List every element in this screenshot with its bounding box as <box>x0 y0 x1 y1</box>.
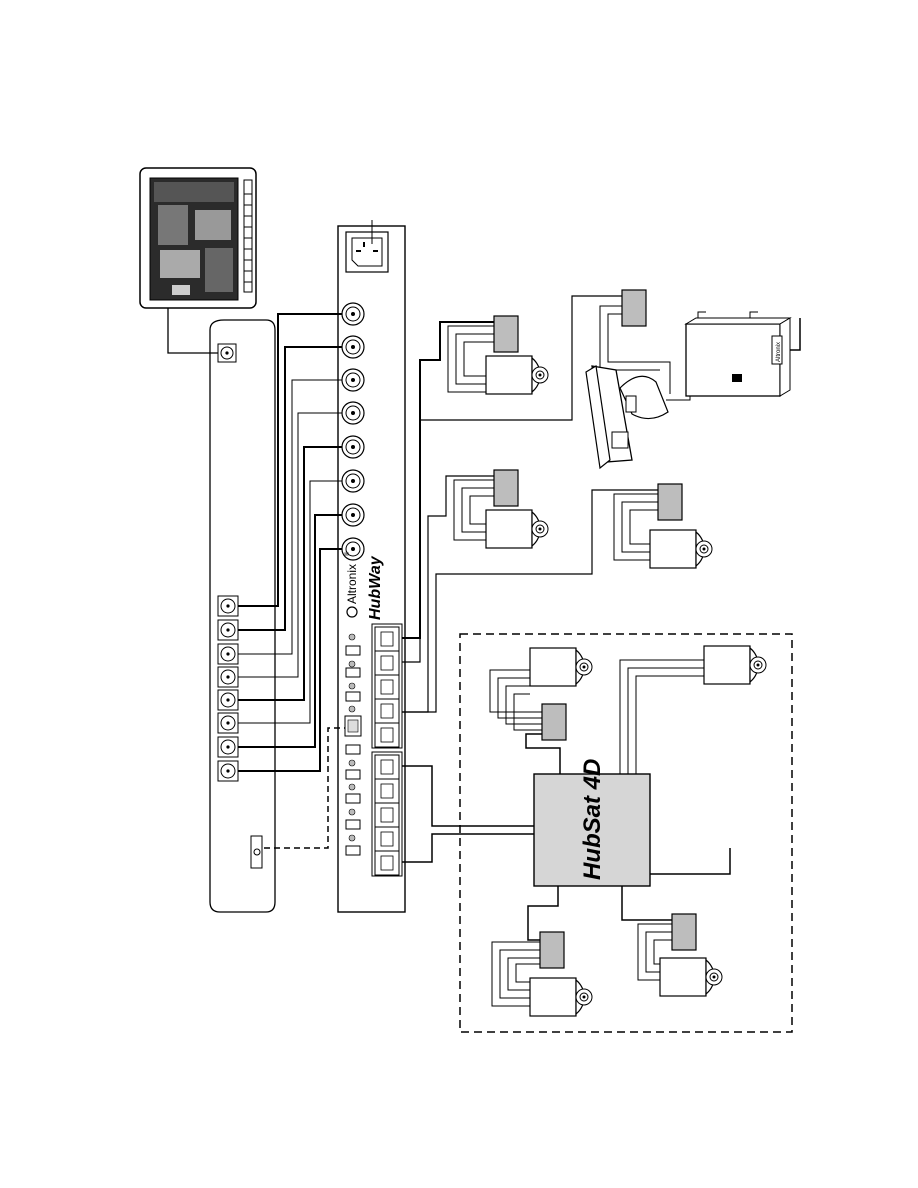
dome-camera-2 <box>486 510 548 548</box>
hubsat-power-cable <box>650 848 730 874</box>
dome-camera-1 <box>486 356 548 394</box>
dome-camera-5 <box>530 648 592 686</box>
altronix-logo-text: Altronix <box>345 564 359 604</box>
altronix-reg-mark: ® <box>344 551 351 556</box>
dvr-input-6 <box>218 713 238 733</box>
dome-camera-8 <box>660 958 722 996</box>
dvr-input-1 <box>218 596 238 616</box>
transceiver-4 <box>658 484 682 520</box>
camera-group-6 <box>620 646 766 774</box>
dome-camera-4 <box>650 530 712 568</box>
power-inlet <box>346 232 388 272</box>
hubsat-unit: HubSat 4D <box>534 759 650 886</box>
hubway-logo-text: HubWay <box>367 555 384 620</box>
hubway-unit: Altronix ® HubWay <box>338 220 405 912</box>
transceiver-3 <box>622 290 646 326</box>
dvr-input-2 <box>218 620 238 640</box>
dvr-input-4 <box>218 667 238 687</box>
dvr-input-3 <box>218 644 238 664</box>
dvr-unit <box>210 320 275 912</box>
dome-camera-6 <box>704 646 766 684</box>
dvr-input-8 <box>218 761 238 781</box>
enclosure-badge-text: Altronix <box>776 342 782 362</box>
power-enclosure: Altronix <box>686 312 790 396</box>
transceiver-2 <box>494 470 518 506</box>
monitor <box>140 168 256 308</box>
camera-group-2 <box>402 470 548 712</box>
dome-camera-7 <box>530 978 592 1016</box>
transceiver-1 <box>494 316 518 352</box>
dvr-input-5 <box>218 690 238 710</box>
camera-group-8 <box>622 886 722 996</box>
transceiver-5 <box>542 704 566 740</box>
dvr-input-7 <box>218 737 238 757</box>
transceiver-7 <box>540 932 564 968</box>
camera-group-7 <box>492 886 592 1016</box>
camera-group-5 <box>490 648 592 774</box>
camera-group-1 <box>402 316 548 638</box>
ptz-camera <box>586 366 668 468</box>
hubsat-logo-text: HubSat 4D <box>579 759 606 880</box>
transceiver-8 <box>672 914 696 950</box>
